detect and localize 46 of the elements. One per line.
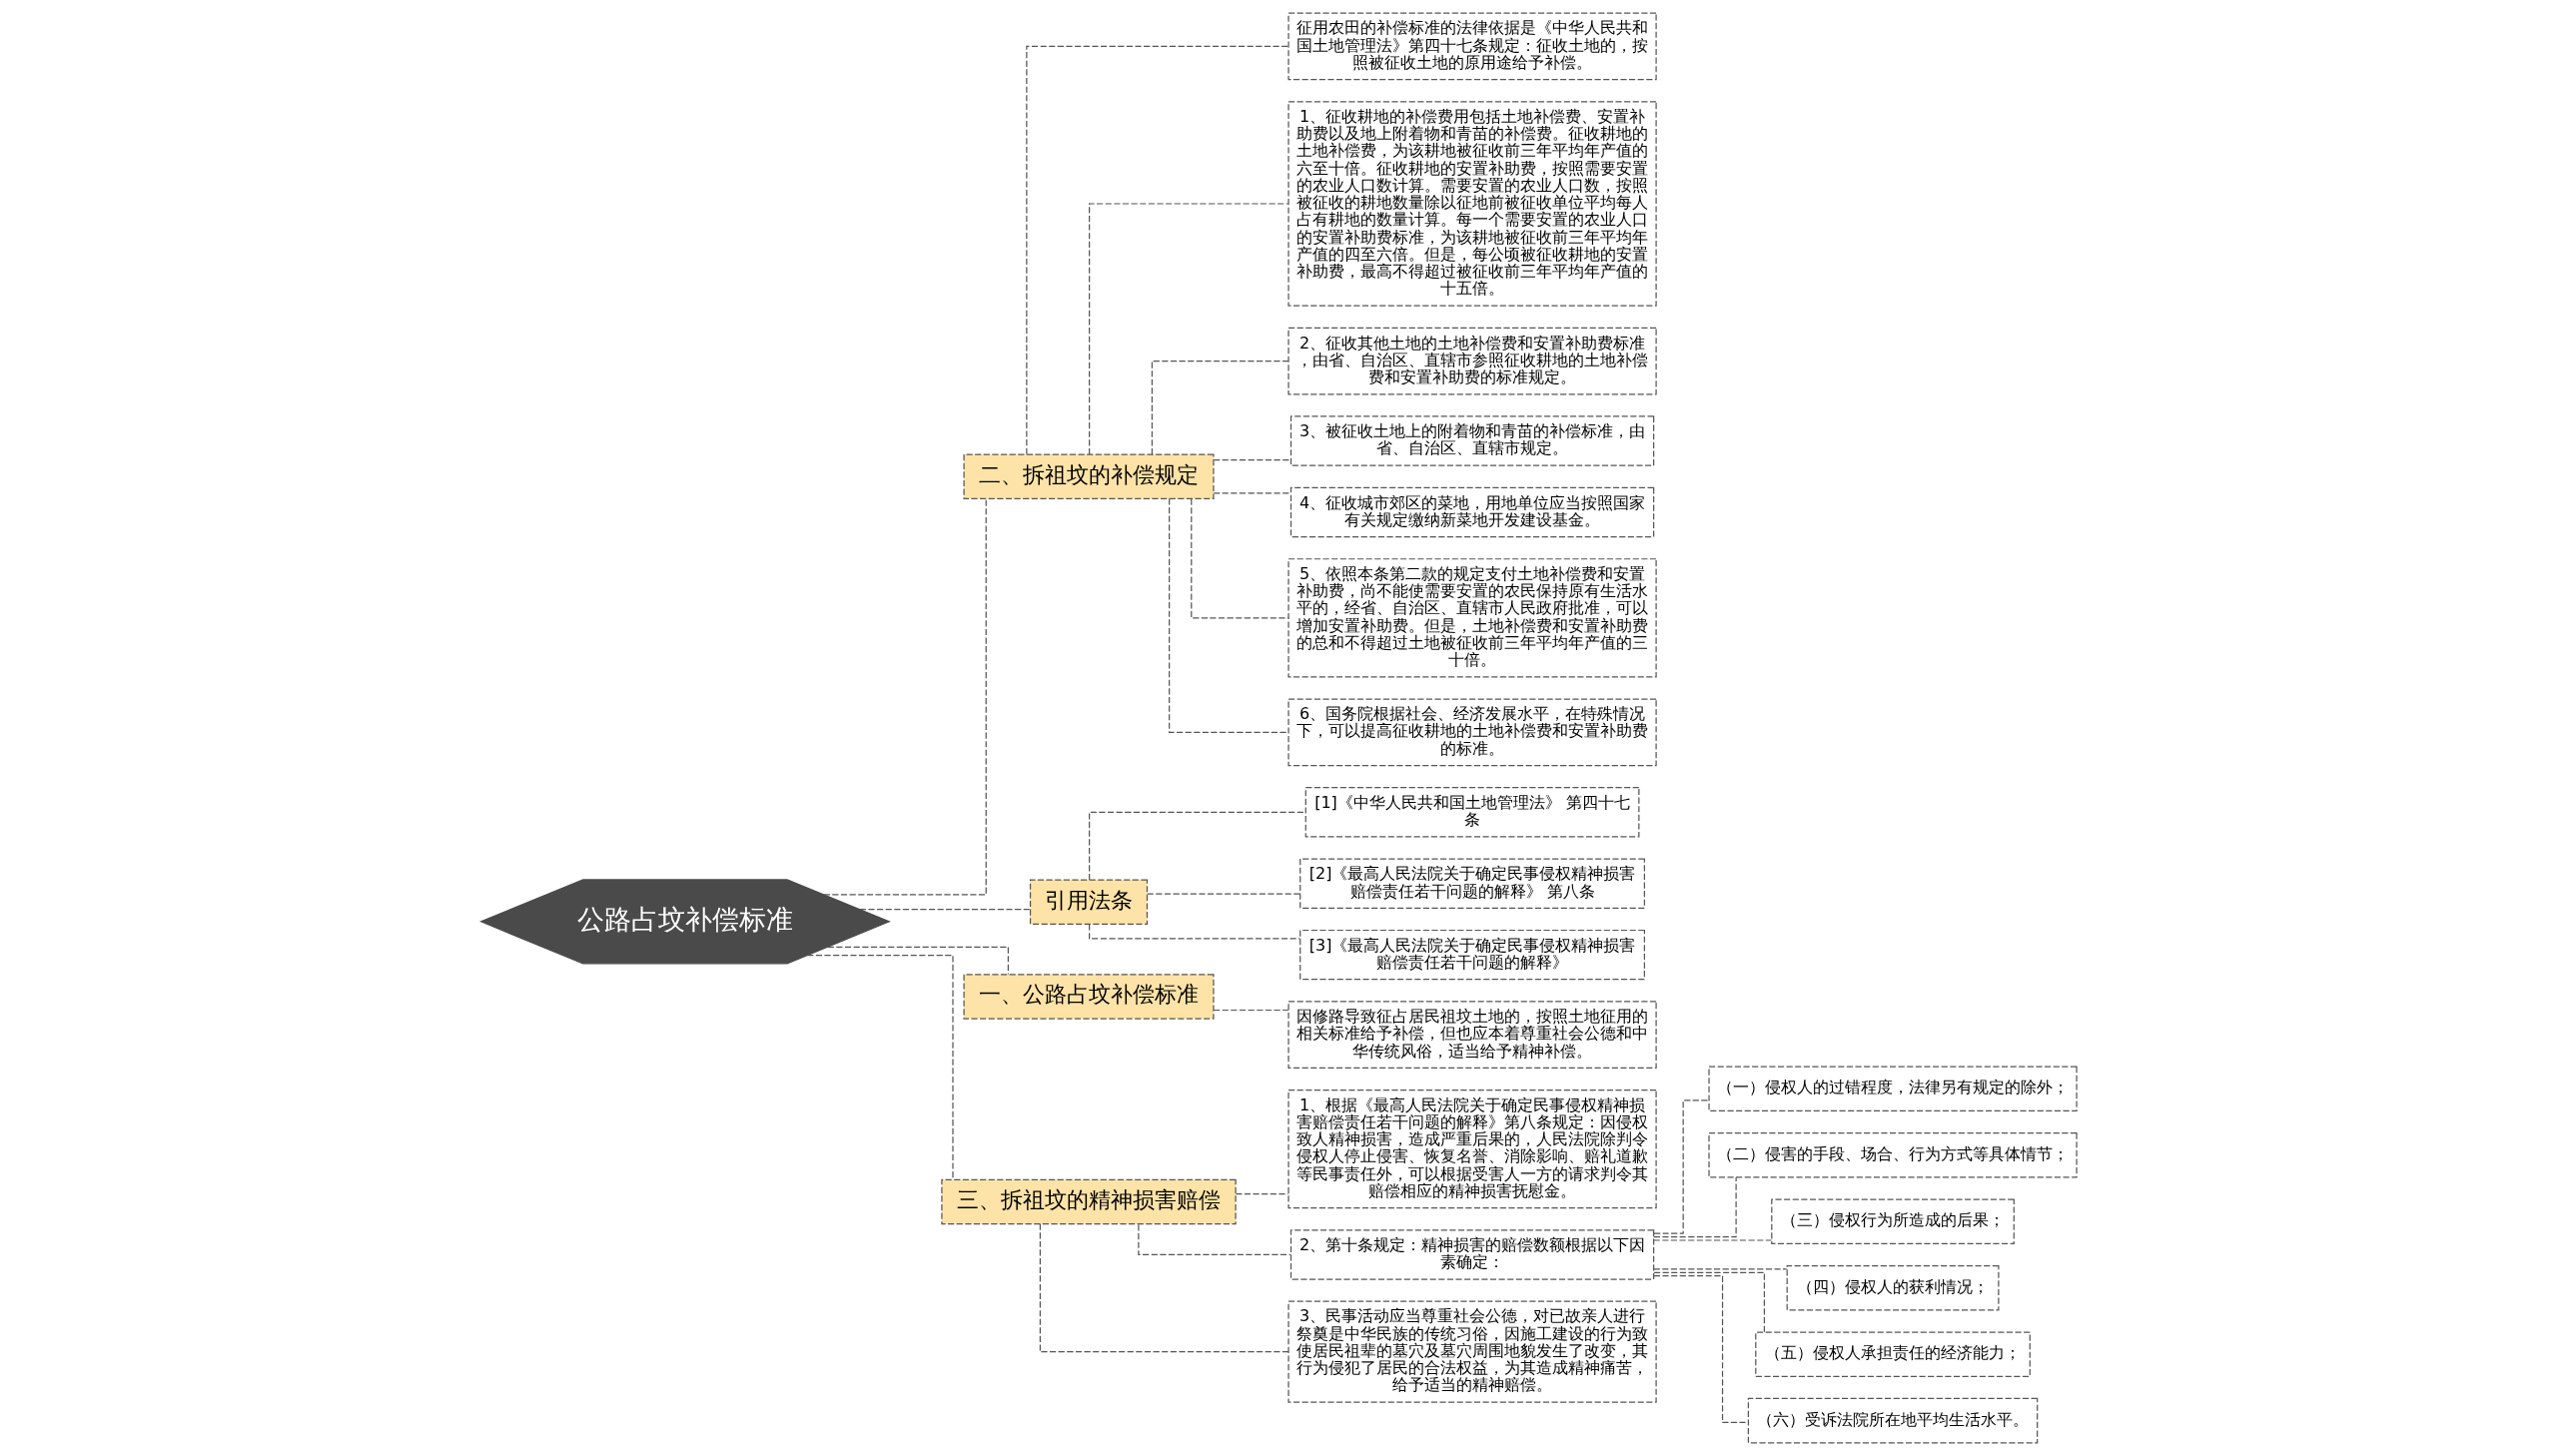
node-box: （六）受诉法院所在地平均生活水平。 [1747,1397,2038,1444]
node-box: 二、拆祖坟的补偿规定 [962,453,1215,500]
connector [1213,459,1291,461]
connector [1652,1275,1749,1424]
connector [1088,203,1288,455]
node-box: （一）侵权人的过错程度，法律另有规定的除外； [1707,1066,2078,1112]
connector [1213,492,1291,494]
connector [1652,1176,1737,1238]
connector [1652,1239,1772,1241]
node-box: 1、根据《最高人民法院关于确定民事侵权精神损害赔偿责任若干问题的解释》第八条规定：因侵权致人精神损害，造成严重后果的，人民法院除判令侵权人停止侵害、恢复名誉、消除影响、赔礼道歉等民事责任外，可以根据受害人一方的请求判令其赔偿相应的精神损害抚慰金。 [1286,1089,1657,1209]
node-box: 3、被征收土地上的附着物和青苗的补偿标准，由省、自治区、直辖市规定。 [1289,415,1654,466]
node-box: 因修路导致征占居民祖坟土地的，按照土地征用的相关标准给予补偿，但也应本着尊重社会公德和中华传统风俗，适当给予精神补偿。 [1286,1001,1657,1069]
connector [858,908,1031,911]
node-box: 一、公路占坟补偿标准 [962,974,1215,1020]
node-box: （五）侵权人承担责任的经济能力； [1754,1331,2031,1377]
node-box: [1]《中华人民共和国土地管理法》 第四十七条 [1304,787,1639,838]
connector [1151,360,1288,455]
connector [1652,1268,1787,1270]
connector [1190,498,1289,619]
node-box: 2、征收其他土地的土地补偿费和安置补助费标准，由省、自治区、直辖市参照征收耕地的土地补偿费和安置补助费的标准规定。 [1286,327,1657,395]
node-box: 5、依照本条第二款的规定支付土地补偿费和安置补助费，尚不能使需要安置的农民保持原有生活水平的，经省、自治区、直辖市人民政府批准，可以增加安置补助费。但是，土地补偿费和安置补助费的总和不得超过土地被征收前三年平均年产值的三十倍。 [1286,558,1657,678]
node-box: [3]《最高人民法院关于确定民事侵权精神损害赔偿责任若干问题的解释》 [1298,929,1645,981]
connector [826,946,1009,976]
connector [1146,893,1300,895]
node-box: 三、拆祖坟的精神损害赔偿 [940,1178,1237,1225]
connector [1168,497,1288,733]
connector [1039,1223,1289,1353]
node-box: 引用法条 [1029,879,1148,925]
node-box: （三）侵权行为所造成的后果； [1770,1198,2015,1244]
node-box: 4、征收城市郊区的菜地，用地单位应当按照国家有关规定缴纳新菜地开发建设基金。 [1289,486,1654,538]
node-box: 6、国务院根据社会、经济发展水平，在特殊情况下，可以提高征收耕地的土地补偿费和安置补助费的标准。 [1286,698,1657,767]
node-box: 1、征收耕地的补偿费用包括土地补偿费、安置补助费以及地上附着物和青苗的补偿费。征收耕地的土地补偿费，为该耕地被征收前三年平均年产值的六至十倍。征收耕地的安置补助费，按照需要安置的农业人口数计算。需要安置的农业人口数，按照被征收的耕地数量除以征地前被征收单位平均每人占有耕地的数量计算。每一个需要安置的农业人口的安置补助费标准，为该耕地被征收前三年平均年产值的四至六倍。但是，每公顷被征收耕地的安置补助费，最高不得超过被征收前三年平均年产值的十五倍。 [1286,101,1657,307]
connector [822,498,987,896]
node-box: 3、民事活动应当尊重社会公德，对已故亲人进行祭奠是中华民族的传统习俗，因施工建设的行为致使居民祖辈的墓穴及墓穴周围地貌发生了改变，其行为侵犯了居民的合法权益，为其造成精神痛苦，给予适当的精神赔偿。 [1286,1300,1657,1403]
connector [1025,45,1289,455]
node-box: 征用农田的补偿标准的法律依据是《中华人民共和国土地管理法》第四十七条规定：征收土地的，按照被征收土地的原用途给予补偿。 [1286,12,1657,81]
node-box: [2]《最高人民法院关于确定民事侵权精神损害赔偿责任若干问题的解释》 第八条 [1298,858,1645,909]
connector [1088,811,1306,881]
connector [806,955,954,1180]
node-box: （二）侵害的手段、场合、行为方式等具体情节； [1707,1132,2078,1178]
node-box: （四）侵权人的获利情况； [1786,1264,2000,1311]
node-box: 2、第十条规定：精神损害的赔偿数额根据以下因素确定： [1289,1229,1654,1280]
connector [1652,1271,1765,1333]
connector [1088,923,1300,940]
connector [1213,1009,1288,1012]
connector [1235,1192,1288,1195]
